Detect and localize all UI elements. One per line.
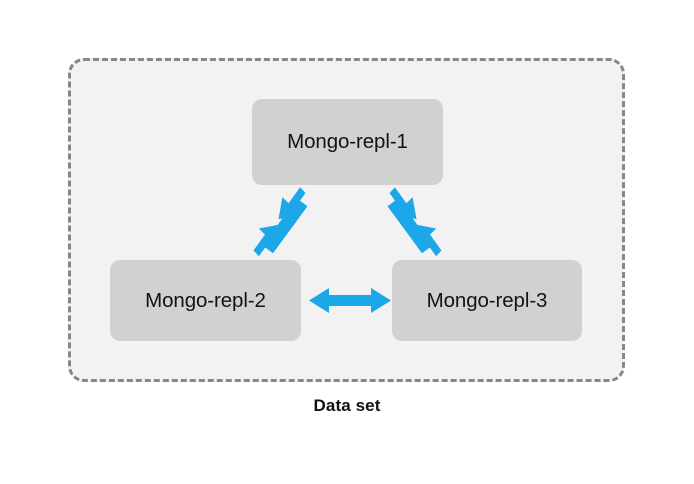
node-mongo-repl-1-label: Mongo-repl-1 [287, 130, 408, 153]
node-mongo-repl-2-label: Mongo-repl-2 [145, 288, 266, 312]
arrow-repl1-repl2[interactable] [253, 187, 308, 257]
node-mongo-repl-1[interactable]: Mongo-repl-1 [252, 99, 443, 185]
dataset-caption: Data set [313, 396, 381, 415]
arrow-repl2-repl3[interactable] [309, 288, 391, 313]
node-mongo-repl-3-label: Mongo-repl-3 [426, 288, 548, 312]
arrow-repl1-repl3[interactable] [387, 187, 442, 257]
node-mongo-repl-2[interactable]: Mongo-repl-2 [110, 260, 301, 341]
node-mongo-repl-3[interactable]: Mongo-repl-3 [392, 260, 582, 341]
